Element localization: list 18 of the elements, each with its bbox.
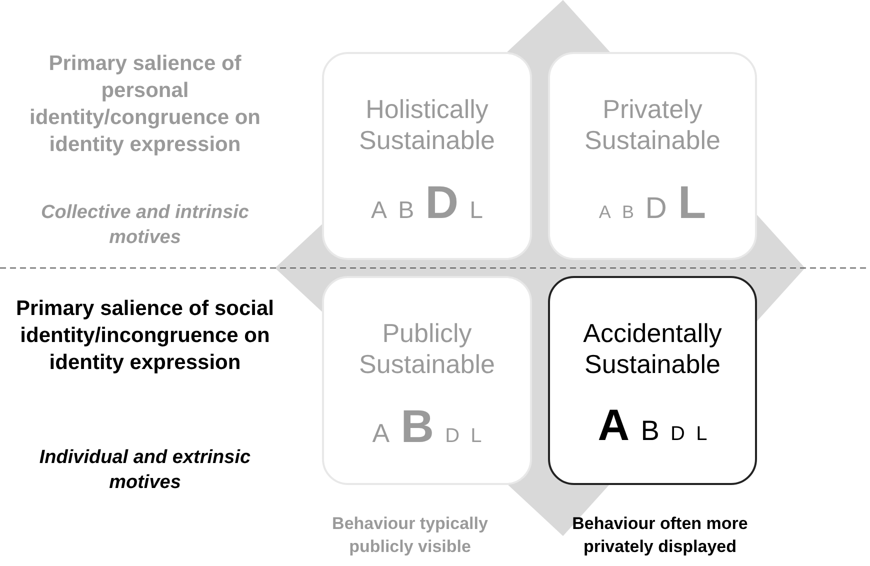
quadrant-card <box>548 276 757 485</box>
letter-scale: A B D L <box>371 399 483 454</box>
axis-note: Behaviour typically publicly visible <box>331 513 489 558</box>
quadrant-card <box>322 276 532 485</box>
quadrant-title: Publicly Sustainable <box>358 318 496 380</box>
letter-scale: A B D L <box>598 175 708 230</box>
quadrant-title: Privately Sustainable <box>584 94 722 156</box>
quadrant-title: Holistically Sustainable <box>358 94 496 156</box>
letter-scale: A B D L <box>596 400 708 452</box>
quadrant-title: Accidentally Sustainable <box>582 318 723 380</box>
letter-scale: A B D L <box>370 175 484 230</box>
axis-note: Individual and extrinsic motives <box>38 446 252 495</box>
axis-note: Behaviour often more privately displayed <box>571 513 749 558</box>
axis-heading: Primary salience of social identity/incongruence on identity expression <box>15 296 275 376</box>
quadrant-card <box>322 52 532 260</box>
axis-heading: Primary salience of personal identity/congruence on identity expression <box>28 51 262 158</box>
quadrant-card <box>548 52 757 260</box>
axis-note: Collective and intrinsic motives <box>40 201 250 250</box>
